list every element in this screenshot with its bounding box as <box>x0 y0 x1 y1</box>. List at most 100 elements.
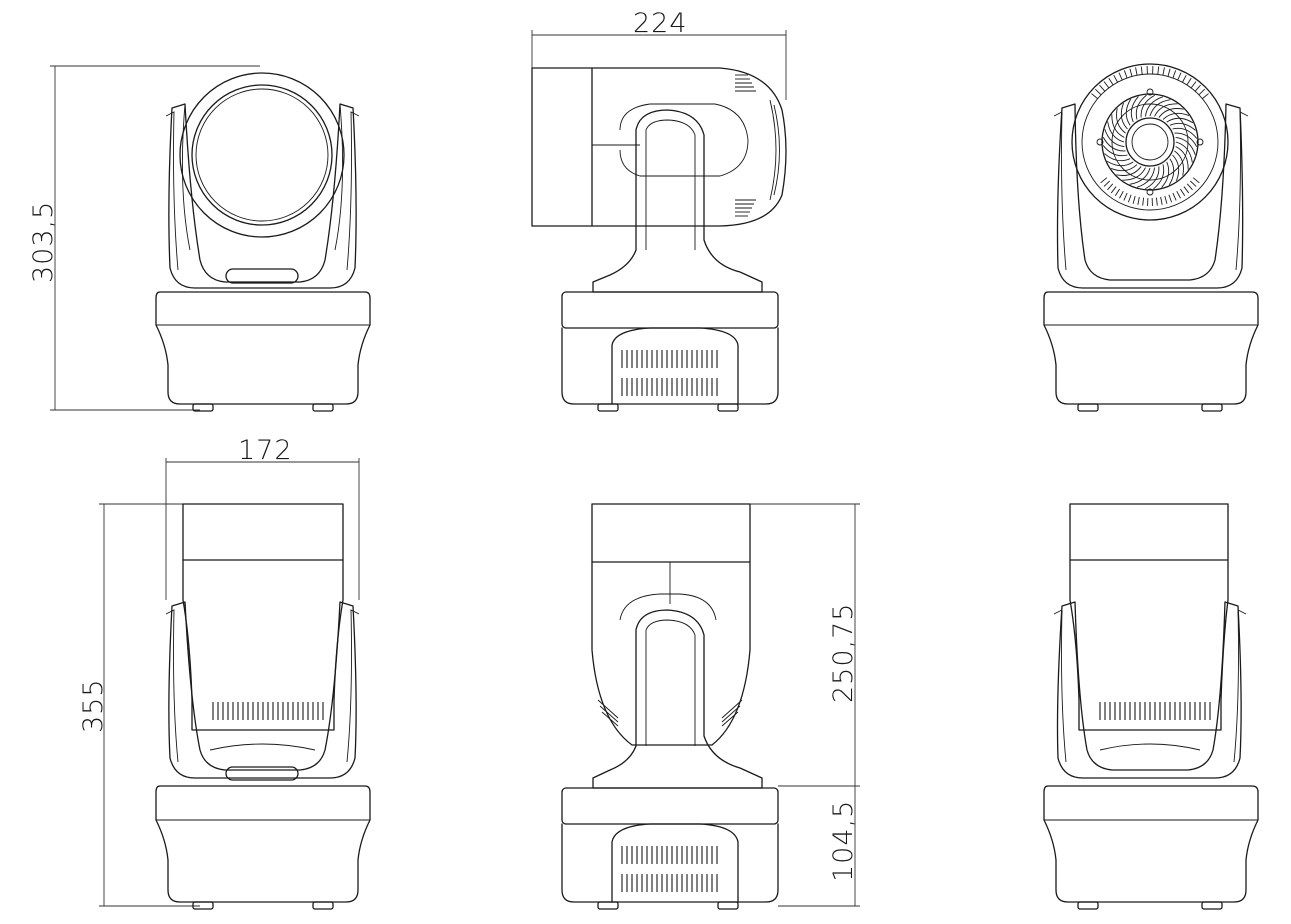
vent-slot <box>1172 70 1177 79</box>
fan-blade <box>1168 158 1175 186</box>
vent-slot <box>1168 194 1173 203</box>
vent-slot <box>1167 68 1171 77</box>
vent-slot <box>1189 180 1197 187</box>
dim-total-height: 355 <box>78 678 109 733</box>
vent-slot <box>1180 188 1186 196</box>
dim-front-height: 303,5 <box>28 201 59 283</box>
vent-slot <box>1194 84 1201 92</box>
vent-slot <box>1164 195 1168 204</box>
vent-slot <box>1095 88 1102 96</box>
fan-blade <box>1110 164 1138 172</box>
vent-slot <box>1155 197 1158 206</box>
vent-slot <box>1103 81 1110 89</box>
vent-slot <box>1140 66 1143 75</box>
dim-upper-height: 250,75 <box>828 603 859 703</box>
rear-tilted-view <box>1043 503 1259 910</box>
fan-blade <box>1153 164 1165 190</box>
body-vent-slots <box>212 702 324 720</box>
rear-top-vents <box>1091 66 1209 100</box>
fan-blade <box>1106 160 1134 167</box>
fan-blade <box>1102 137 1126 152</box>
fan-blade <box>1174 132 1198 147</box>
vent-slot <box>1160 196 1163 205</box>
vent-slot <box>1100 177 1108 184</box>
vent-slot <box>1099 84 1106 92</box>
vent-slot <box>1132 195 1136 204</box>
vent-slot <box>1157 66 1160 75</box>
side-tilted-view: 250,75 104,5 <box>561 503 860 910</box>
vent-slot <box>1162 67 1165 76</box>
vent-slot <box>1186 77 1192 86</box>
fan-blade <box>1161 161 1170 188</box>
fan-blade <box>1120 102 1128 130</box>
fan-blade <box>1137 167 1155 188</box>
vent-slot <box>1202 93 1209 100</box>
vent-slot <box>1119 191 1124 199</box>
vent-slot <box>1137 196 1140 205</box>
fan-blade <box>1145 166 1160 190</box>
vent-slot <box>1123 70 1128 79</box>
fan-blade <box>1174 150 1184 176</box>
fan-blade <box>1116 108 1126 134</box>
vent-slot <box>1113 74 1118 83</box>
body-fins <box>597 699 743 727</box>
dim-base-height: 104,5 <box>828 800 859 882</box>
fan-blade <box>1175 137 1196 155</box>
front-view: 303,5 <box>28 65 371 412</box>
vent-slot <box>1110 186 1117 194</box>
fan-blade <box>1116 166 1142 176</box>
front-tilted-view: 172 355 <box>78 435 371 910</box>
vent-slot <box>1176 191 1181 199</box>
fan-blades <box>1102 94 1198 190</box>
fan-blade <box>1102 145 1128 157</box>
fan-blade <box>1135 94 1147 120</box>
fan-blade <box>1122 167 1146 181</box>
vent-slot <box>1182 74 1187 83</box>
rear-view <box>1043 63 1259 412</box>
fan-blade <box>1175 141 1193 163</box>
vent-slot <box>1183 186 1190 194</box>
vent-slot <box>1198 88 1205 96</box>
side-view: 224 <box>531 8 787 412</box>
rear-bottom-vents <box>1100 177 1200 206</box>
fan-blade <box>1130 96 1139 123</box>
vent-slot <box>1129 68 1133 77</box>
fan-blade <box>1175 146 1189 170</box>
vent-slot <box>1123 192 1128 201</box>
base-vent-slots-2 <box>621 846 718 892</box>
vent-slot <box>1127 194 1132 203</box>
vent-slot <box>1135 67 1138 76</box>
dim-width: 172 <box>238 435 293 466</box>
fan-blade <box>1140 94 1155 118</box>
vent-slot <box>1192 177 1200 184</box>
vent-slot <box>1190 81 1197 89</box>
fan-blade <box>1162 112 1190 120</box>
vent-slot <box>1177 72 1182 81</box>
vent-slot <box>1107 183 1114 191</box>
fan-blade <box>1154 103 1178 117</box>
vent-slot <box>1186 183 1193 191</box>
fan-blade <box>1158 108 1184 118</box>
vent-slot <box>1172 192 1177 201</box>
base-vent-slots <box>621 350 718 396</box>
vent-slot <box>1142 197 1145 206</box>
fan-blade <box>1104 153 1131 162</box>
vent-slot <box>1091 93 1098 100</box>
fan-blade <box>1111 114 1125 138</box>
fan-blade <box>1149 99 1171 117</box>
vent-slot <box>1118 72 1123 81</box>
vent-slot <box>1108 77 1114 86</box>
fan-blade <box>1104 129 1125 147</box>
rear-vent-slots <box>735 74 780 217</box>
fan-blade <box>1107 121 1125 143</box>
rear-body-vent-slots <box>1099 702 1211 720</box>
fan-blade <box>1125 98 1132 126</box>
fan-blade <box>1172 154 1180 182</box>
vent-slot <box>1114 188 1120 196</box>
fan-blade <box>1145 96 1163 117</box>
fan-blade <box>1172 127 1198 139</box>
dim-side-depth: 224 <box>633 8 688 39</box>
fan-blade <box>1129 167 1151 185</box>
fan-blade <box>1166 117 1194 124</box>
